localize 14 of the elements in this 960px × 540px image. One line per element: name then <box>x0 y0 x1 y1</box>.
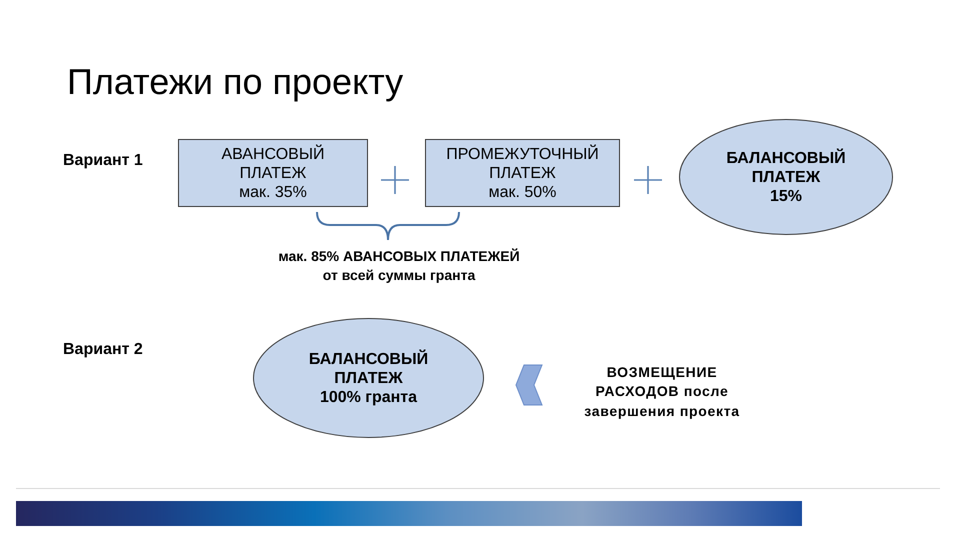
variant-label: Вариант 2 <box>63 340 143 360</box>
brace-note: мак. 85% АВАНСОВЫХ ПЛАТЕЖЕЙ от всей суммы гранта <box>277 247 521 285</box>
payment-share: мак. 50% <box>488 182 556 202</box>
payment-box <box>178 139 368 207</box>
payment-share: 15% <box>770 186 802 206</box>
payment-type: БАЛАНСОВЫЙ ПЛАТЕЖ <box>308 350 430 388</box>
variant-label: Вариант 1 <box>63 151 143 171</box>
chevron-arrow <box>515 364 543 406</box>
payment-type: БАЛАНСОВЫЙ ПЛАТЕЖ <box>725 148 847 186</box>
payment-box <box>425 139 620 207</box>
payment-share: мак. 35% <box>239 182 307 202</box>
slide-title: Платежи по проекту <box>67 61 404 103</box>
payment-share: 100% гранта <box>320 388 418 406</box>
node-text: ВОЗМЕЩЕНИЕ РАСХОДОВ после завершения проекта <box>574 362 750 422</box>
